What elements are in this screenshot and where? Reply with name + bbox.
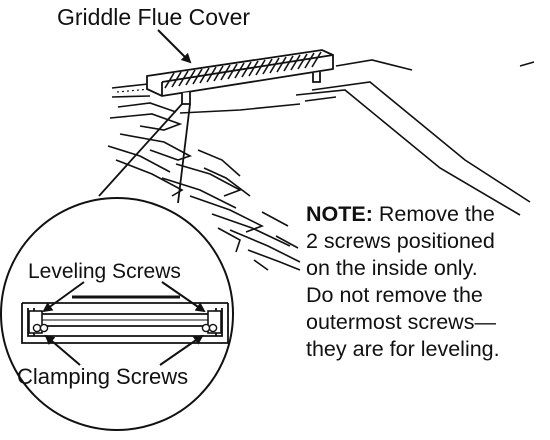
note-text: outermost screws— <box>306 310 496 334</box>
cooktop-surface <box>111 59 535 216</box>
note-text: they are for leveling. <box>306 337 500 361</box>
diagram-title: Griddle Flue Cover <box>57 4 251 30</box>
note-line-1: NOTE: Remove the <box>306 201 546 228</box>
clamping-screw-arrows <box>44 334 204 366</box>
burner-grates <box>107 102 301 271</box>
note-text: 2 screws positioned <box>306 229 495 253</box>
flue-cover-slots <box>164 51 322 89</box>
note-heading: NOTE: <box>306 202 373 226</box>
magnify-leader-lines <box>98 103 191 204</box>
note-text: on the inside only. <box>306 256 478 280</box>
leveling-screws-label: Leveling Screws <box>28 260 181 283</box>
clamping-screws-label: Clamping Screws <box>17 364 189 389</box>
note-block: NOTE: Remove the 2 screws positioned on … <box>306 201 546 363</box>
note-text: Do not remove the <box>306 283 483 307</box>
leveling-screws <box>28 310 222 334</box>
leveling-screw-arrows <box>42 281 206 313</box>
note-text: Remove the <box>378 202 495 226</box>
clamping-screws <box>32 323 218 333</box>
title-leader-arrow <box>157 29 192 64</box>
